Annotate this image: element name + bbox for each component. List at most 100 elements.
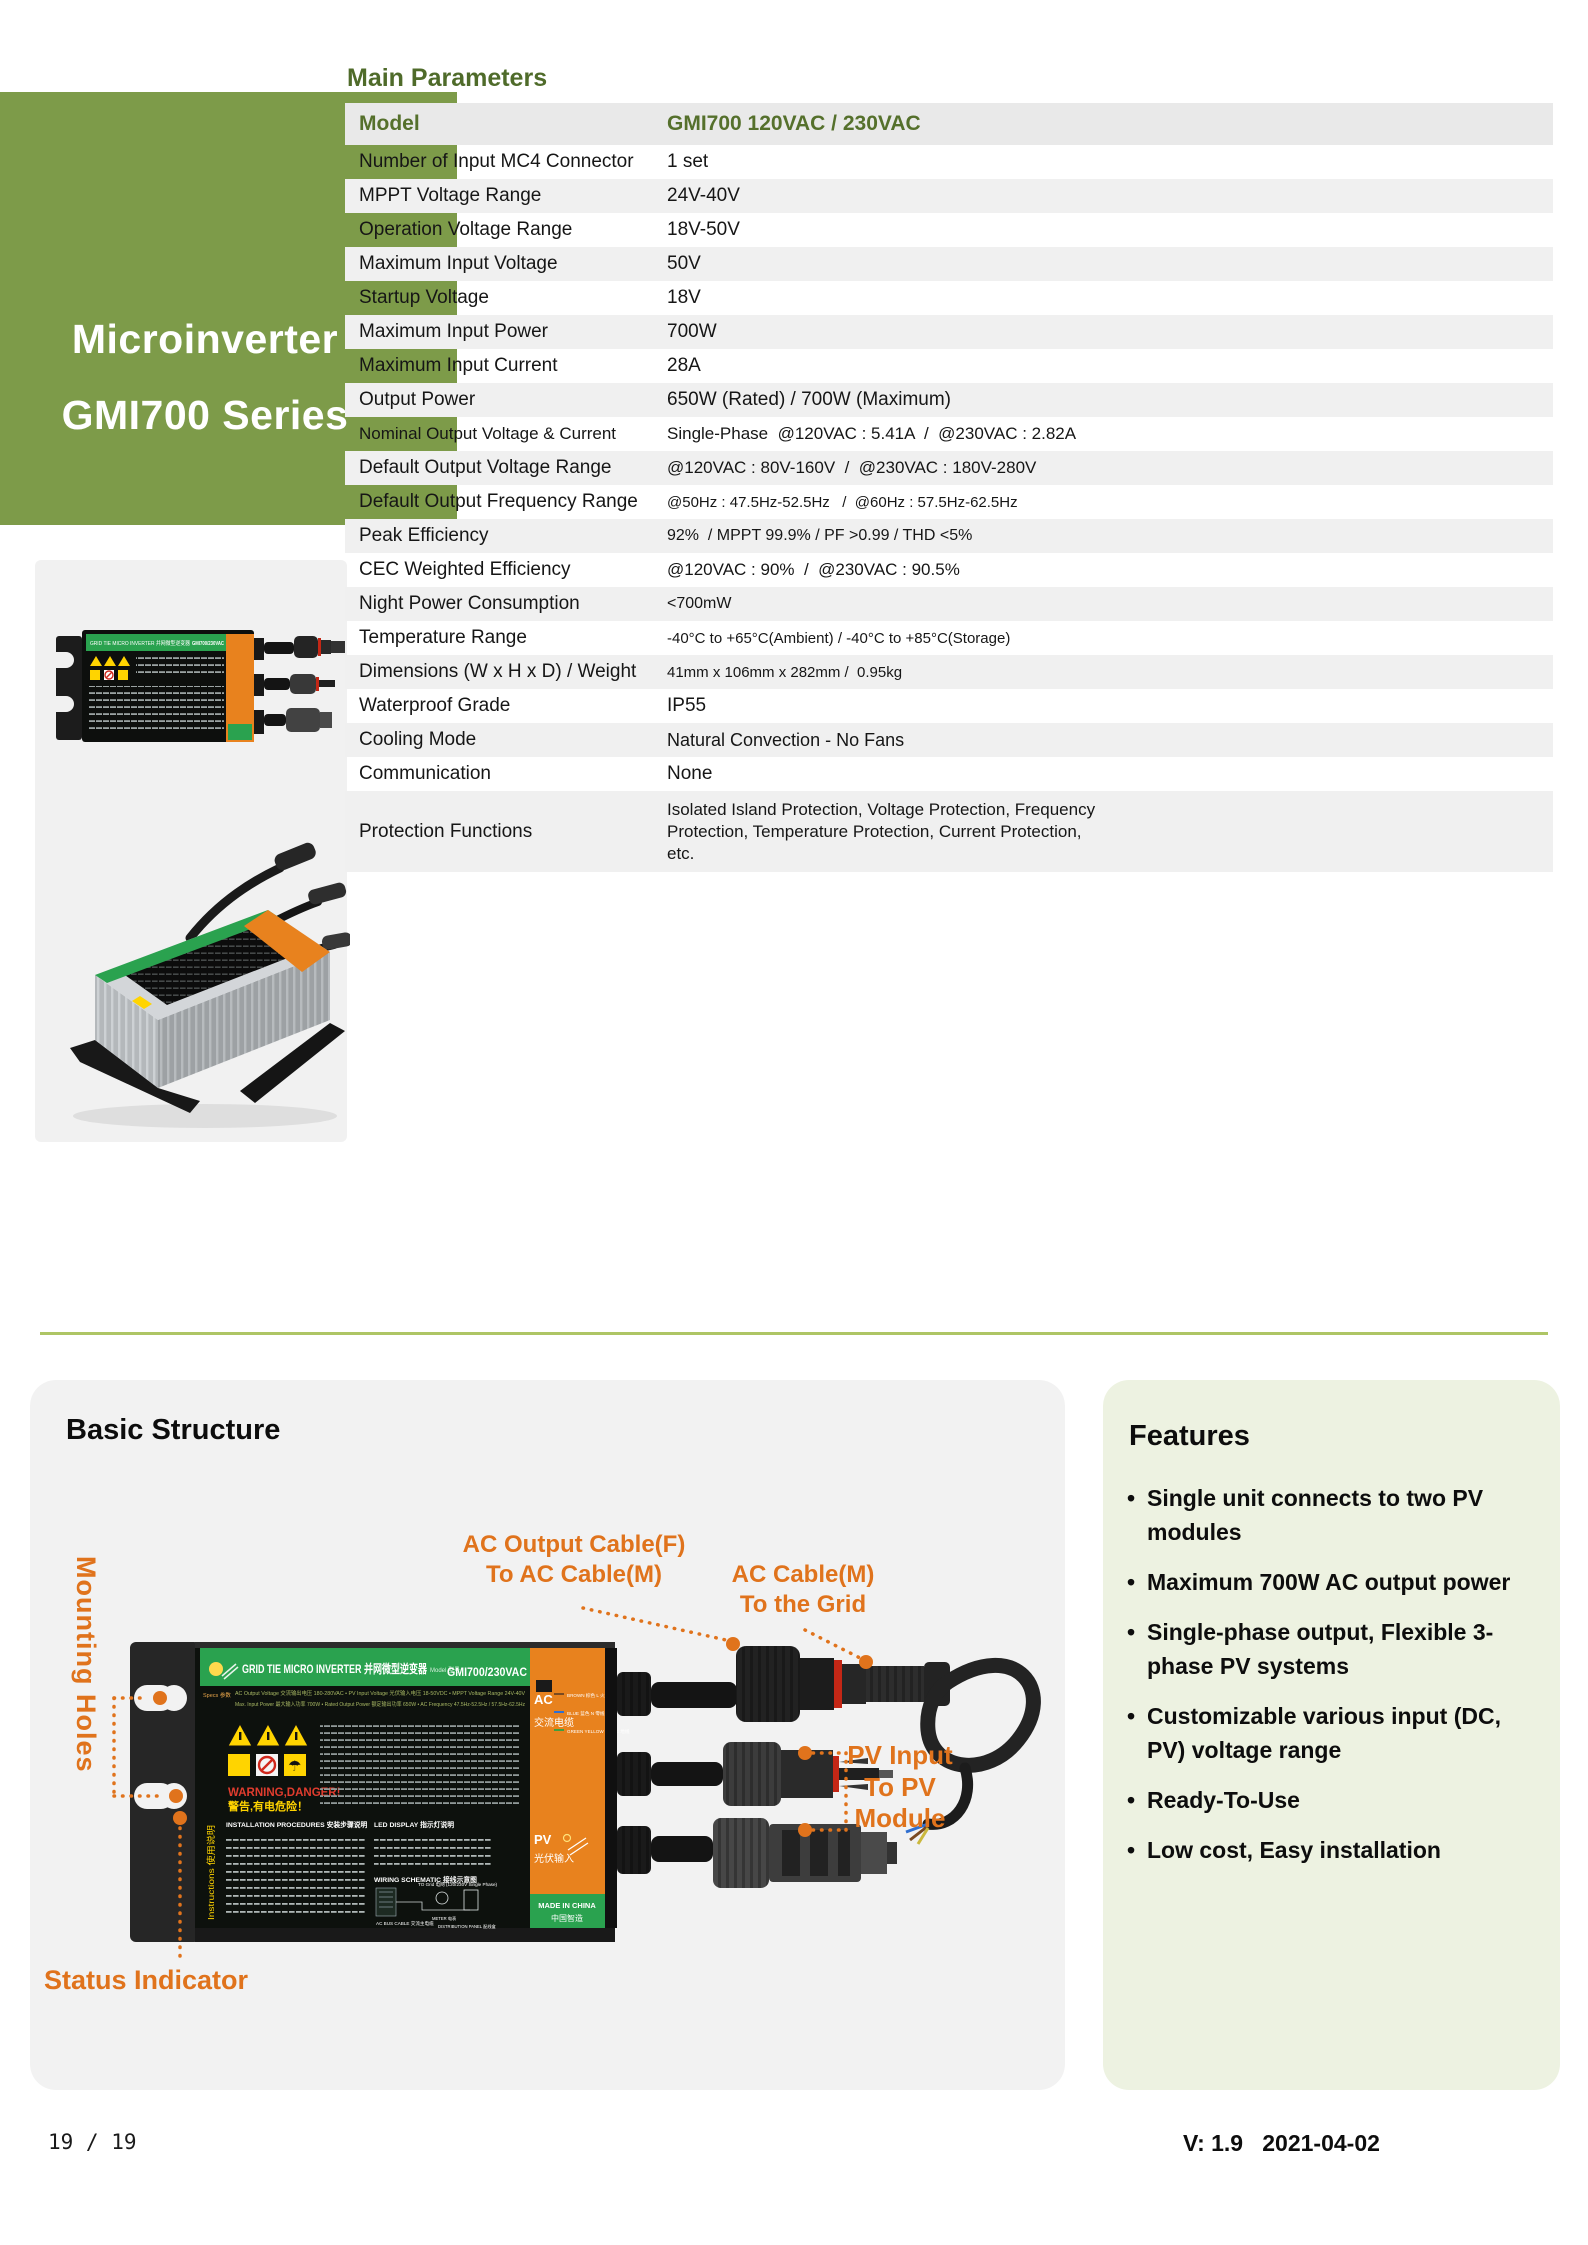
callout-pv-input: PV Input To PV Module — [847, 1740, 953, 1834]
orange-patch — [244, 910, 330, 972]
mounting-hole — [48, 652, 74, 668]
umbrella-glyph: ☂ — [288, 1758, 301, 1775]
row-label: Waterproof Grade — [359, 695, 511, 716]
label-model-text: GMI700/230VAC — [192, 641, 224, 647]
row-value: -40°C to +65°C(Ambient) / -40°C to +85°C… — [667, 629, 1011, 647]
finned-front — [158, 952, 330, 1088]
model-prefix-text: Model 型号 — [430, 1666, 460, 1674]
row-value: @50Hz : 47.5Hz-52.5Hz / @60Hz : 57.5Hz-6… — [667, 493, 1018, 511]
row-value: 650W (Rated) / 700W (Maximum) — [667, 389, 952, 410]
wiring-schematic: TO Grid 电网 (120/230V Single Phase) METER… — [375, 1881, 498, 1930]
row-value: 50V — [667, 253, 701, 274]
made-in-text: MADE IN CHINA — [538, 1901, 596, 1910]
instructions-vertical-text: Instructions 使用说明 — [206, 1825, 216, 1920]
feature-item: •Maximum 700W AC output power — [1127, 1565, 1532, 1599]
feature-text: Customizable various input (DC, PV) volt… — [1147, 1703, 1501, 1763]
label-fine-print — [136, 656, 224, 678]
output-cables — [254, 636, 345, 734]
row-value: @120VAC : 80V-160V / @230VAC : 180V-280V — [667, 458, 1037, 477]
feature-text: Single unit connects to two PV modules — [1147, 1485, 1484, 1545]
product-photo-perspective-view — [70, 842, 350, 1128]
bullet-glyph: • — [1127, 1569, 1136, 1595]
row-label: Operation Voltage Range — [359, 219, 573, 240]
page-number: 19 / 19 — [48, 2130, 137, 2154]
fine-print-block — [226, 1833, 366, 1917]
warning-sticker — [132, 996, 152, 1009]
feature-item: •Ready-To-Use — [1127, 1783, 1532, 1817]
installation-heading: INSTALLATION PROCEDURES 安装步骤说明 — [226, 1820, 368, 1829]
banner-title-line2: GMI700 Series — [61, 392, 349, 438]
row-label: Default Output Frequency Range — [359, 491, 638, 512]
sun-icon — [562, 1833, 572, 1843]
feature-item: •Single-phase output, Flexible 3-phase P… — [1127, 1615, 1532, 1683]
spec-table: Model GMI700 120VAC / 230VAC Number of I… — [345, 103, 1553, 873]
series-banner: Microinverter GMI700 Series — [0, 92, 457, 525]
meter-text: METER 电表 — [432, 1915, 457, 1922]
fine-print-block — [320, 1720, 520, 1808]
feature-item: • Customizable various input (DC, PV) vol… — [1127, 1699, 1532, 1767]
row-label: Peak Efficiency — [359, 525, 489, 546]
wire-blue-text: BLUE 蓝色 N 零线 — [567, 1710, 605, 1717]
warning-zone: ☂ WARNING,DANGER! 警告,有电危险！ — [227, 1720, 520, 1813]
table-row: Communication None — [345, 757, 1553, 791]
basic-structure-panel: GRID TIE MICRO INVERTER 并网微型逆变器 Model 型号… — [30, 1380, 1065, 2090]
inverter-flat-illustration: GRID TIE MICRO INVERTER 并网微型逆变器 GMI700/2… — [48, 630, 345, 742]
feature-item: •Single unit connects to two PV modules — [1127, 1481, 1532, 1549]
product-photo-top-view: GRID TIE MICRO INVERTER 并网微型逆变器 GMI700/2… — [48, 630, 345, 742]
inverter-device: GRID TIE MICRO INVERTER 并网微型逆变器 Model 型号… — [130, 1642, 630, 1942]
pv-text: PV — [534, 1832, 552, 1847]
row-label: Night Power Consumption — [359, 593, 580, 614]
wire-green-text: GREEN YELLOW 绿黄 G 地线 — [567, 1728, 630, 1735]
mc4-female-connector — [723, 1742, 893, 1806]
table-row: Waterproof Grade IP55 — [345, 689, 1553, 723]
row-label: Protection Functions — [359, 820, 533, 842]
red-oring — [833, 1756, 839, 1792]
row-label: Startup Voltage — [359, 287, 489, 308]
made-in-china-box — [530, 1894, 605, 1928]
callout-ac-output-cable: AC Output Cable(F) To AC Cable(M) — [462, 1531, 686, 1588]
meter-icon — [435, 1891, 449, 1905]
wiring-heading: WIRING SCHEMATIC 接线示意图 — [374, 1875, 477, 1884]
table-row: Temperature Range -40°C to +65°C(Ambient)… — [345, 621, 1553, 655]
table-row: Operation Voltage Range 18V-50V — [345, 213, 1553, 247]
feature-text: Single-phase output, Flexible 3-phase PV… — [1147, 1619, 1494, 1679]
row-value: Natural Convection - No Fans — [667, 729, 905, 750]
row-label: Temperature Range — [359, 627, 527, 648]
finned-side — [95, 975, 158, 1088]
feature-item: •Low cost, Easy installation — [1127, 1833, 1532, 1867]
feature-text: Low cost, Easy installation — [1147, 1837, 1441, 1863]
shadow — [73, 1104, 337, 1128]
mini-connector-icon — [536, 1680, 552, 1692]
table-row: Maximum Input Current 28A — [345, 349, 1553, 383]
row-label: Communication — [359, 763, 491, 784]
row-value: Single-Phase @120VAC : 5.41A / @230VAC :… — [667, 424, 1077, 443]
row-label: Dimensions (W x H x D) / Weight — [359, 661, 637, 682]
bullet-glyph: • — [1127, 1703, 1136, 1729]
made-in-china-box — [228, 724, 252, 740]
callout-dots — [153, 1637, 873, 1837]
row-label: Maximum Input Power — [359, 321, 549, 342]
row-value: None — [667, 763, 713, 784]
specs-line1: AC Output Voltage 交流输出电压 180-280VAC • PV… — [235, 1689, 525, 1697]
spec-header-value: GMI700 120VAC / 230VAC — [667, 112, 921, 135]
row-value: 28A — [667, 355, 701, 376]
row-value: <700mW — [667, 595, 732, 612]
instructions-zone: Instructions 使用说明 INSTALLATION PROCEDURE… — [206, 1820, 498, 1930]
features-list: •Single unit connects to two PV modules … — [1127, 1481, 1532, 1867]
banner-title-line1: Microinverter — [71, 316, 339, 362]
section-divider — [40, 1332, 1548, 1335]
led-display-heading: LED DISPLAY 指示灯说明 — [374, 1820, 454, 1829]
made-in-cn-text: 中国智造 — [551, 1913, 583, 1923]
row-value: 18V-50V — [667, 219, 740, 240]
row-label: Maximum Input Current — [359, 355, 558, 376]
table-row: Default Output Frequency Range @50Hz : 47… — [345, 485, 1553, 519]
label-specs-band: Specs 参数 AC Output Voltage 交流输出电压 180-28… — [203, 1689, 525, 1708]
row-value: IP55 — [667, 695, 707, 716]
dist-panel-text: DISTRIBUTION PANEL 配线盒 — [438, 1923, 497, 1930]
